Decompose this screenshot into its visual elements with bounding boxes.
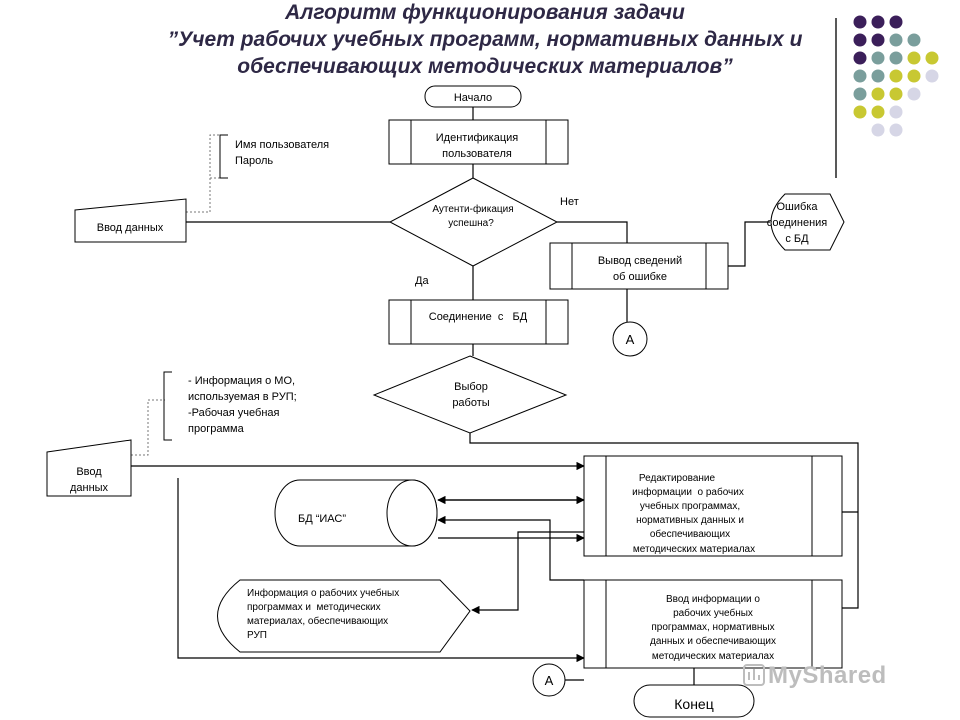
no-label: Нет (560, 196, 579, 208)
decorative-dot (907, 69, 921, 83)
decorative-dot (853, 33, 867, 47)
input-process-line-1: Ввод информации о (666, 593, 760, 605)
start-label: Начало (454, 92, 492, 104)
decorative-dot (853, 15, 867, 29)
auth-line-2: успешна? (448, 218, 494, 229)
input-process-line-3: программах, нормативных (651, 622, 774, 633)
decorative-dot (925, 69, 939, 83)
manual-input-2: Ввод данных (46, 439, 132, 497)
decorative-dot (871, 15, 885, 29)
end-label: Конец (674, 696, 713, 712)
choose-work-line-2: работы (452, 397, 489, 409)
db-ias-storage: БД “ИАС” (274, 479, 438, 547)
edit-line-6: методических материалах (633, 544, 755, 555)
connector-a-1-label: А (626, 332, 635, 347)
edit-line-1: Редактирование (639, 473, 716, 484)
decorative-dot (871, 123, 885, 137)
decorative-dot (871, 105, 885, 119)
auth-decision: Аутенти-фикация успешна? (388, 177, 559, 267)
input1-label: Ввод данных (97, 222, 164, 234)
info-note-line-2: используемая в РУП; (188, 391, 297, 403)
title-line-3: обеспечивающих методических материалов” (237, 55, 733, 78)
watermark: MyShared (768, 662, 887, 689)
info-display-line-4: РУП (247, 630, 267, 641)
decorative-dot (853, 87, 867, 101)
error-output-line-1: Вывод сведений (598, 255, 682, 267)
auth-line-1: Аутенти-фикация (432, 203, 513, 215)
title-line-2: ”Учет рабочих учебных программ, норматив… (167, 28, 803, 51)
decorative-dot (907, 87, 921, 101)
connector-a-2: А (532, 663, 566, 697)
decorative-dot (889, 51, 903, 65)
info-note-line-1: - Информация о МО, (188, 375, 295, 387)
edit-line-5: обеспечивающих (650, 528, 730, 540)
decorative-dot (871, 51, 885, 65)
edit-process: Редактирование информации о рабочих учеб… (583, 455, 843, 557)
watermark-logo-icon (743, 664, 765, 686)
decorative-dot (889, 15, 903, 29)
input-process-line-5: методических материалах (652, 651, 774, 662)
decorative-dot (871, 87, 885, 101)
yes-label: Да (415, 275, 429, 287)
title-line-1: Алгоритм функционирования задачи (285, 1, 685, 24)
connector-a-2-label: А (545, 673, 554, 688)
error-display: Ошибка соединения с БД (767, 193, 845, 251)
edit-line-4: нормативных данных и (636, 515, 744, 526)
decorative-dot (889, 69, 903, 83)
choose-work-line-1: Выбор (454, 381, 488, 393)
info-note-line-4: программа (188, 423, 245, 435)
input-process-line-4: данных и обеспечивающих (650, 635, 776, 647)
start-terminator: Начало (424, 85, 522, 108)
info-display-line-2: программах и методических (247, 602, 381, 613)
edit-line-2: информации о рабочих (632, 486, 744, 498)
connectors (131, 107, 859, 685)
input-process-line-2: рабочих учебных (673, 607, 753, 619)
decorative-dot (871, 69, 885, 83)
manual-input-1: Ввод данных (74, 198, 187, 243)
input-process: Ввод информации о рабочих учебных програ… (583, 579, 843, 669)
error-output-line-2: об ошибке (613, 271, 667, 283)
decorative-dot-grid (853, 15, 939, 137)
input2-line-1: Ввод (76, 466, 102, 478)
decorative-dot (889, 87, 903, 101)
info-note-line-3: -Рабочая учебная (188, 407, 280, 419)
db-connect-process: Соединение с БД (388, 299, 569, 345)
login-note-line-2: Пароль (235, 155, 273, 167)
decorative-dot (925, 51, 939, 65)
identification-line-1: Идентификация (436, 132, 519, 144)
input2-line-2: данных (70, 482, 109, 494)
login-note-line-1: Имя пользователя (235, 139, 329, 151)
end-terminator: Конец (633, 684, 755, 718)
edit-line-3: учебных программах, (640, 500, 740, 512)
decorative-dot (889, 105, 903, 119)
error-display-line-2: соединения (767, 217, 828, 229)
annotation-brackets (163, 134, 228, 441)
decorative-dot (907, 33, 921, 47)
decorative-dot (853, 69, 867, 83)
decorative-dot (907, 51, 921, 65)
decorative-dot (853, 105, 867, 119)
annotation-leaders (131, 134, 228, 456)
decorative-dot (889, 33, 903, 47)
error-output-process: Вывод сведений об ошибке (549, 242, 729, 290)
db-ias-label: БД “ИАС” (298, 513, 346, 525)
info-display-line-1: Информация о рабочих учебных (247, 587, 399, 599)
info-display-line-3: материалах, обеспечивающих (247, 615, 388, 627)
choose-work-decision: Выбор работы (372, 355, 568, 434)
error-display-line-3: с БД (785, 233, 809, 245)
db-connect-label: Соединение с БД (429, 311, 528, 323)
info-display: Информация о рабочих учебных программах … (217, 579, 471, 653)
connector-a-1: А (612, 321, 648, 357)
decorative-dot (853, 51, 867, 65)
error-display-line-1: Ошибка (777, 201, 819, 213)
identification-process: Идентификация пользователя (388, 119, 569, 165)
identification-line-2: пользователя (442, 148, 512, 160)
decorative-dot (889, 123, 903, 137)
decorative-dot (871, 33, 885, 47)
